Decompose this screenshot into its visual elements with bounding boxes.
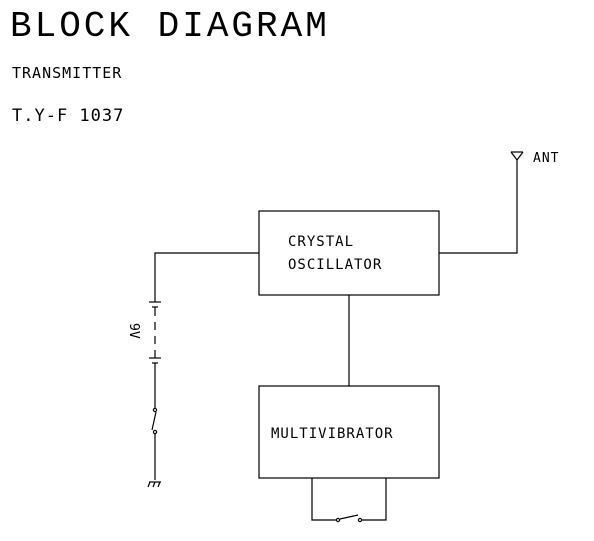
crystal-oscillator-label-line1: CRYSTAL — [288, 234, 354, 250]
crystal-oscillator-label-line2: OSCILLATOR — [288, 257, 382, 273]
crystal-oscillator-block — [258, 210, 440, 296]
antenna-icon — [510, 151, 524, 161]
key-wire-right — [362, 478, 387, 521]
model-number: T.Y-F 1037 — [12, 106, 125, 126]
battery-icon — [149, 301, 161, 364]
key-switch-icon — [335, 514, 363, 523]
battery-voltage-label: 9V — [126, 323, 141, 339]
multivibrator-label: MULTIVIBRATOR — [271, 426, 394, 442]
page-subtitle: TRANSMITTER — [12, 64, 123, 82]
key-wire-left — [311, 478, 336, 521]
page-title: BLOCK DIAGRAM — [10, 6, 330, 47]
power-switch-icon — [151, 407, 158, 435]
power-wire-top — [154, 252, 259, 302]
antenna-label: ANT — [533, 151, 559, 166]
ground-icon — [147, 481, 161, 488]
antenna-wire — [439, 160, 518, 254]
